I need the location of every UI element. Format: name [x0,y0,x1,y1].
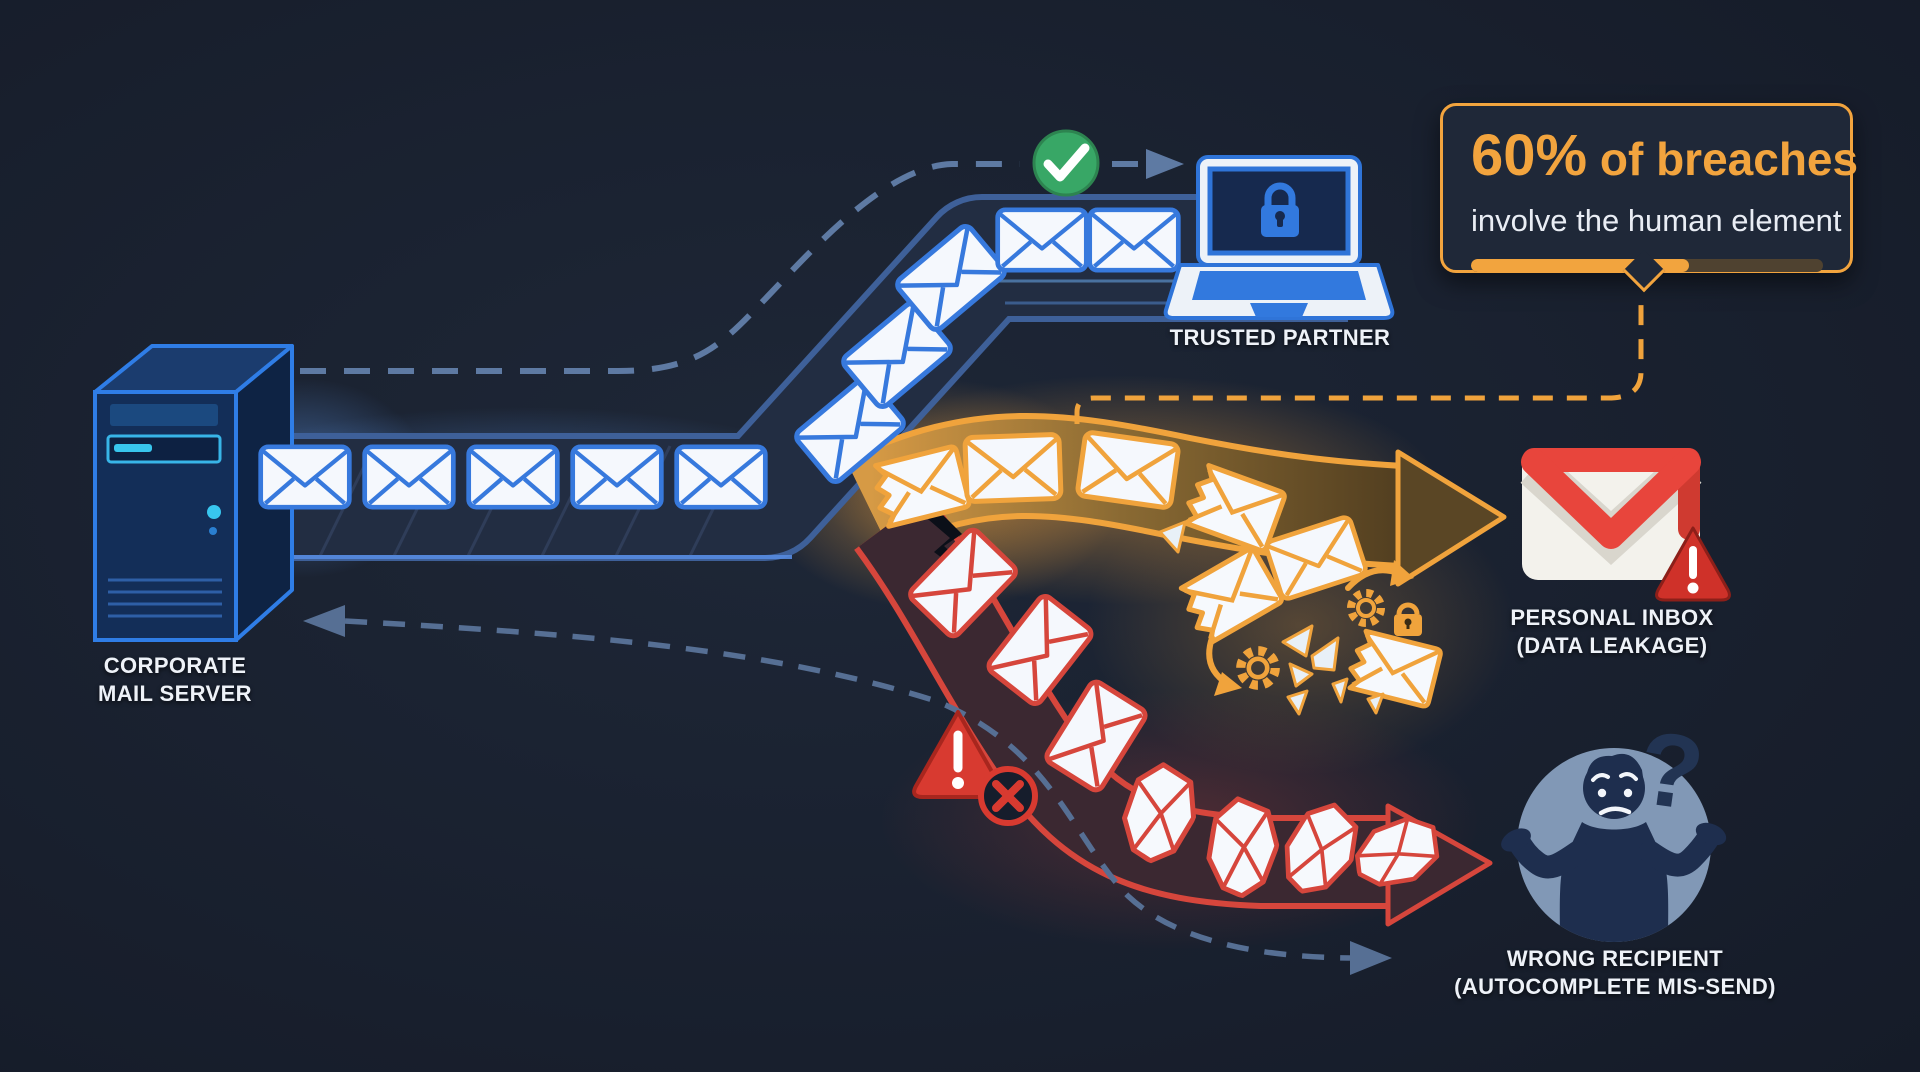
envelope-icon [1077,432,1179,508]
envelope-icon [1090,210,1179,270]
check-circle-icon [1032,129,1100,197]
label-line: (AUTOCOMPLETE MIS-SEND) [1454,974,1776,999]
wrong-recipient-label: WRONG RECIPIENT (AUTOCOMPLETE MIS-SEND) [1435,945,1795,1001]
stat-callout: 60% of breaches involve the human elemen… [1440,103,1858,293]
label-line: WRONG RECIPIENT [1506,946,1724,971]
envelope-icon [965,434,1061,501]
label-line: MAIL SERVER [98,681,252,706]
cycle-arrow-icon [1206,635,1242,696]
dashed-flow-lines [300,149,1644,975]
corporate-mail-server-label: CORPORATE MAIL SERVER [40,652,310,708]
server-vents [108,578,222,618]
warning-triangle-icon [1655,526,1731,602]
arrowhead-right-icon [1350,941,1392,975]
person-torso [1559,822,1669,942]
person-right-arm [1638,828,1719,877]
dashed-line-top [300,161,1020,374]
label-line: (DATA LEAKAGE) [1516,633,1708,658]
mail-server-icon [93,344,294,642]
personal-inbox-label: PERSONAL INBOX (DATA LEAKAGE) [1462,604,1762,660]
stat-headline: 60% of breaches [1471,123,1858,201]
envelope-icon [261,447,350,507]
label-line: PERSONAL INBOX [1510,605,1714,630]
cycle-arrow-icon [1345,560,1414,591]
trusted-partner-label: TRUSTED PARTNER [1169,325,1391,350]
confused-person-icon: ? [1501,709,1727,942]
leaking-email-group [870,432,1442,716]
envelope-icon [365,447,454,507]
stat-subline: involve the human element [1471,203,1842,238]
error-x-icon [978,766,1038,826]
arrowhead-left-icon [303,605,345,637]
arrowhead-right-icon [1146,149,1184,179]
padlock-icon [1394,602,1422,636]
stat-suffix: of breaches [1587,133,1859,185]
gear-icon [1236,646,1280,690]
gear-icon [1347,589,1385,627]
envelope-icon [573,447,662,507]
gmail-icon [1520,448,1731,602]
dashed-line-callout [1074,302,1644,424]
laptop-lock-icon [1163,155,1395,320]
orange-arrowhead [1395,449,1507,587]
padlock-icon [1261,182,1299,237]
dashed-line-bottom [344,618,1351,961]
person-face [1591,772,1638,816]
envelope-icon [998,210,1087,270]
envelope-icon [677,447,766,507]
stat-value: 60% [1471,123,1588,188]
shattered-email-shards [1158,520,1385,716]
led-light [207,505,221,519]
person-left-arm [1508,832,1590,879]
label-line: CORPORATE [103,653,247,678]
envelope-icon [469,447,558,507]
